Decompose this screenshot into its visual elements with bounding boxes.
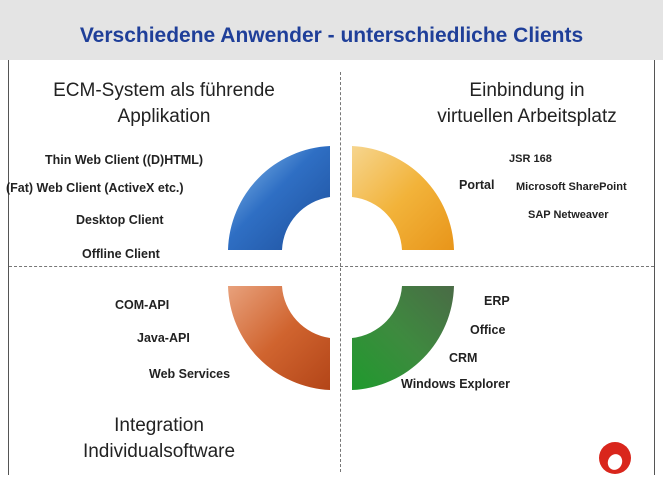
segment-blue <box>228 146 330 250</box>
label-crm: CRM <box>449 351 478 365</box>
label-java-api: Java-API <box>137 331 190 345</box>
label-erp: ERP <box>484 294 510 308</box>
label-fat-web-client: (Fat) Web Client (ActiveX etc.) <box>6 181 184 195</box>
segment-orange <box>352 146 454 250</box>
quadrant-title-line: ECM-System als führende <box>53 80 275 101</box>
label-portal: Portal <box>459 178 495 192</box>
label-desktop-client: Desktop Client <box>76 213 164 227</box>
frame-left-border <box>8 60 9 475</box>
red-circle-logo-icon <box>599 442 631 474</box>
page-title: Verschiedene Anwender - unterschiedliche… <box>79 24 584 47</box>
quadrant-title-line: Einbindung in <box>469 80 585 101</box>
label-microsoft-sharepoint: Microsoft SharePoint <box>516 181 627 193</box>
frame-right-border <box>654 60 655 475</box>
label-windows-explorer: Windows Explorer <box>401 377 510 391</box>
label-com-api: COM-API <box>115 298 170 312</box>
quadrant-title-line: virtuellen Arbeitsplatz <box>437 106 617 127</box>
quadrant-title-top-left: ECM-System als führende Applikation <box>14 78 314 130</box>
quadrant-title-line: Individualsoftware <box>82 441 236 462</box>
label-offline-client: Offline Client <box>82 247 160 261</box>
segment-green <box>352 286 454 390</box>
vertical-divider <box>340 72 341 472</box>
label-thin-web-client: Thin Web Client ((D)HTML) <box>45 153 204 167</box>
horizontal-divider <box>9 266 654 267</box>
quadrant-title-top-right: Einbindung in virtuellen Arbeitsplatz <box>392 78 662 130</box>
label-jsr-168: JSR 168 <box>509 153 552 165</box>
label-office: Office <box>470 323 506 337</box>
quadrant-title-line: Integration <box>114 415 204 436</box>
header-band <box>0 0 663 60</box>
label-web-services: Web Services <box>149 367 231 381</box>
segment-red <box>228 286 330 390</box>
quadrant-title-line: Applikation <box>117 106 211 127</box>
quadrant-title-bottom-left: Integration Individualsoftware <box>14 413 304 465</box>
label-sap-netweaver: SAP Netweaver <box>528 209 609 221</box>
